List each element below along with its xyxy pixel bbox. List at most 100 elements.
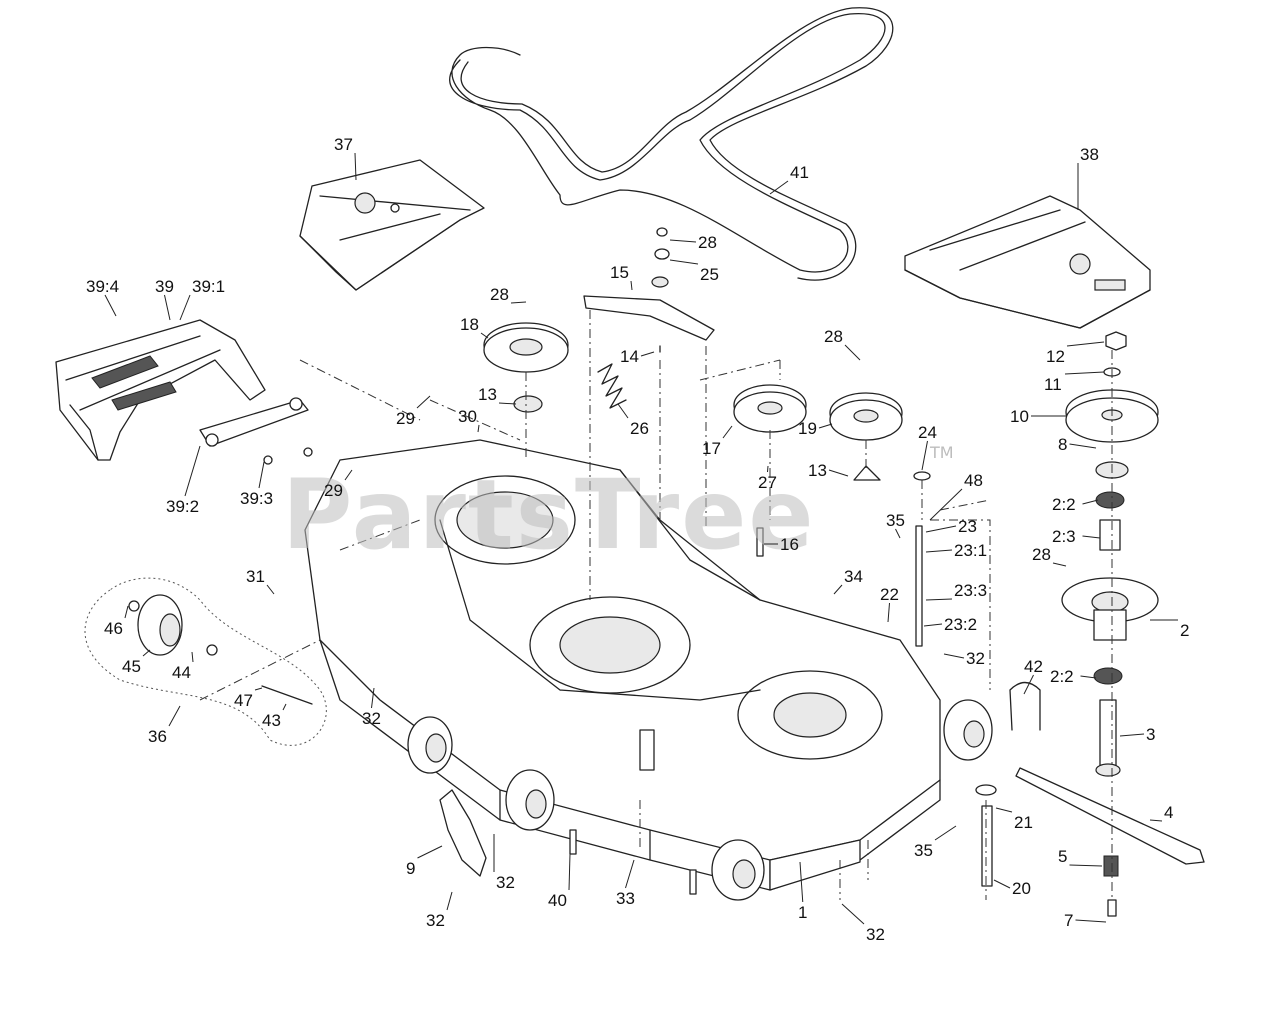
callout-label-29: 29 xyxy=(396,409,415,428)
callout-label-23-3: 23:3 xyxy=(954,581,987,600)
callout-28-alt-1: 28 xyxy=(824,327,861,361)
callout-23-1: 23:1 xyxy=(925,541,987,560)
callout-13: 13 xyxy=(478,385,517,405)
callout-29: 29 xyxy=(396,395,431,428)
mower-deck xyxy=(304,439,941,891)
callout-leader-24 xyxy=(921,440,928,471)
callout-47: 47 xyxy=(234,687,263,710)
callout-label-32-alt-5: 32 xyxy=(496,873,515,892)
callout-label-38: 38 xyxy=(1080,145,1099,164)
callout-leader-29 xyxy=(416,395,431,409)
callout-label-28-alt-0: 28 xyxy=(490,285,509,304)
callout-leader-48 xyxy=(929,488,963,521)
callout-label-14: 14 xyxy=(620,347,639,366)
callout-label-7: 7 xyxy=(1064,911,1073,930)
callout-label-21: 21 xyxy=(1014,813,1033,832)
callout-38: 38 xyxy=(1077,145,1099,210)
callout-33: 33 xyxy=(616,859,635,908)
callout-label-18: 18 xyxy=(460,315,479,334)
callout-label-32-alt-6: 32 xyxy=(426,911,445,930)
callout-label-16: 16 xyxy=(780,535,799,554)
callout-label-24: 24 xyxy=(918,423,937,442)
callout-label-25: 25 xyxy=(700,265,719,284)
callout-label-10: 10 xyxy=(1010,407,1029,426)
callout-leader-32-alt-7 xyxy=(841,903,865,925)
callout-32-alt-4: 32 xyxy=(943,649,985,668)
callout-leader-2-2 xyxy=(1082,499,1099,505)
callout-label-19: 19 xyxy=(798,419,817,438)
callout-leader-34 xyxy=(833,584,843,595)
callout-label-39-1: 39:1 xyxy=(192,277,225,296)
callout-42: 42 xyxy=(1023,657,1043,695)
callout-46: 46 xyxy=(104,605,129,638)
callout-23: 23 xyxy=(925,517,977,536)
callout-44: 44 xyxy=(172,651,194,682)
front-shield xyxy=(55,319,266,461)
callout-43: 43 xyxy=(262,703,287,730)
callout-leader-42 xyxy=(1023,674,1034,695)
callout-label-2-2: 2:2 xyxy=(1052,495,1076,514)
callout-label-42: 42 xyxy=(1024,657,1043,676)
callout-label-2-3: 2:3 xyxy=(1052,527,1076,546)
callout-17: 17 xyxy=(702,425,733,458)
callout-label-8: 8 xyxy=(1058,435,1067,454)
callout-leader-23 xyxy=(925,525,957,533)
callout-leader-25 xyxy=(669,259,699,265)
callout-leader-39-1 xyxy=(179,294,191,321)
callout-label-46: 46 xyxy=(104,619,123,638)
callout-27: 27 xyxy=(758,465,777,492)
callout-18: 18 xyxy=(460,315,489,339)
callout-23-3: 23:3 xyxy=(925,581,987,601)
callout-1: 1 xyxy=(798,861,807,922)
callout-label-1: 1 xyxy=(798,903,807,922)
callout-label-22: 22 xyxy=(880,585,899,604)
callout-leader-11 xyxy=(1064,371,1105,375)
callout-36: 36 xyxy=(148,705,181,746)
callout-label-28: 28 xyxy=(698,233,717,252)
deck-wheels xyxy=(407,699,993,901)
callout-label-39-2: 39:2 xyxy=(166,497,199,516)
watermark: PartsTree TM xyxy=(282,443,954,571)
callout-34: 34 xyxy=(833,567,863,595)
caster-wheel-assembly xyxy=(84,577,327,746)
belt-cover-left xyxy=(299,159,485,291)
callout-leader-39-4 xyxy=(104,294,117,317)
callout-label-23: 23 xyxy=(958,517,977,536)
callout-leader-28-alt-1 xyxy=(844,344,861,361)
callout-32-alt-7: 32 xyxy=(841,903,885,944)
pulley-assemblies xyxy=(483,322,903,481)
callout-label-2: 2 xyxy=(1180,621,1189,640)
callout-32: 32 xyxy=(362,687,381,728)
callout-label-37: 37 xyxy=(334,135,353,154)
callout-leader-41 xyxy=(769,180,789,195)
callout-leader-5 xyxy=(1069,864,1103,867)
callout-31: 31 xyxy=(246,567,275,595)
callout-5: 5 xyxy=(1058,847,1103,867)
callout-label-26: 26 xyxy=(630,419,649,438)
callout-leader-33 xyxy=(625,859,635,889)
callout-label-5: 5 xyxy=(1058,847,1067,866)
callout-15: 15 xyxy=(610,263,633,291)
phantom-lines xyxy=(199,310,1113,900)
callout-label-32-alt-7: 32 xyxy=(866,925,885,944)
callout-39-3: 39:3 xyxy=(240,461,273,508)
callout-leader-37 xyxy=(354,152,357,181)
callout-2-3: 2:3 xyxy=(1052,527,1101,546)
callout-2-2-alt-9: 2:2 xyxy=(1050,667,1097,686)
callout-label-2-2-alt-9: 2:2 xyxy=(1050,667,1074,686)
callout-leader-13-alt-8 xyxy=(828,469,849,477)
callout-label-43: 43 xyxy=(262,711,281,730)
callout-10: 10 xyxy=(1010,407,1066,426)
callout-leader-19 xyxy=(818,423,833,429)
callout-8: 8 xyxy=(1058,435,1097,454)
callout-label-35: 35 xyxy=(886,511,905,530)
callout-label-23-1: 23:1 xyxy=(954,541,987,560)
callout-28-alt-0: 28 xyxy=(490,285,527,304)
callout-label-4: 4 xyxy=(1164,803,1173,822)
callout-39-4: 39:4 xyxy=(86,277,119,317)
callout-16: 16 xyxy=(764,535,799,554)
callout-leader-23-2 xyxy=(923,623,943,627)
callout-26: 26 xyxy=(617,403,649,438)
callout-leader-15 xyxy=(630,280,633,291)
callout-20: 20 xyxy=(993,879,1031,898)
